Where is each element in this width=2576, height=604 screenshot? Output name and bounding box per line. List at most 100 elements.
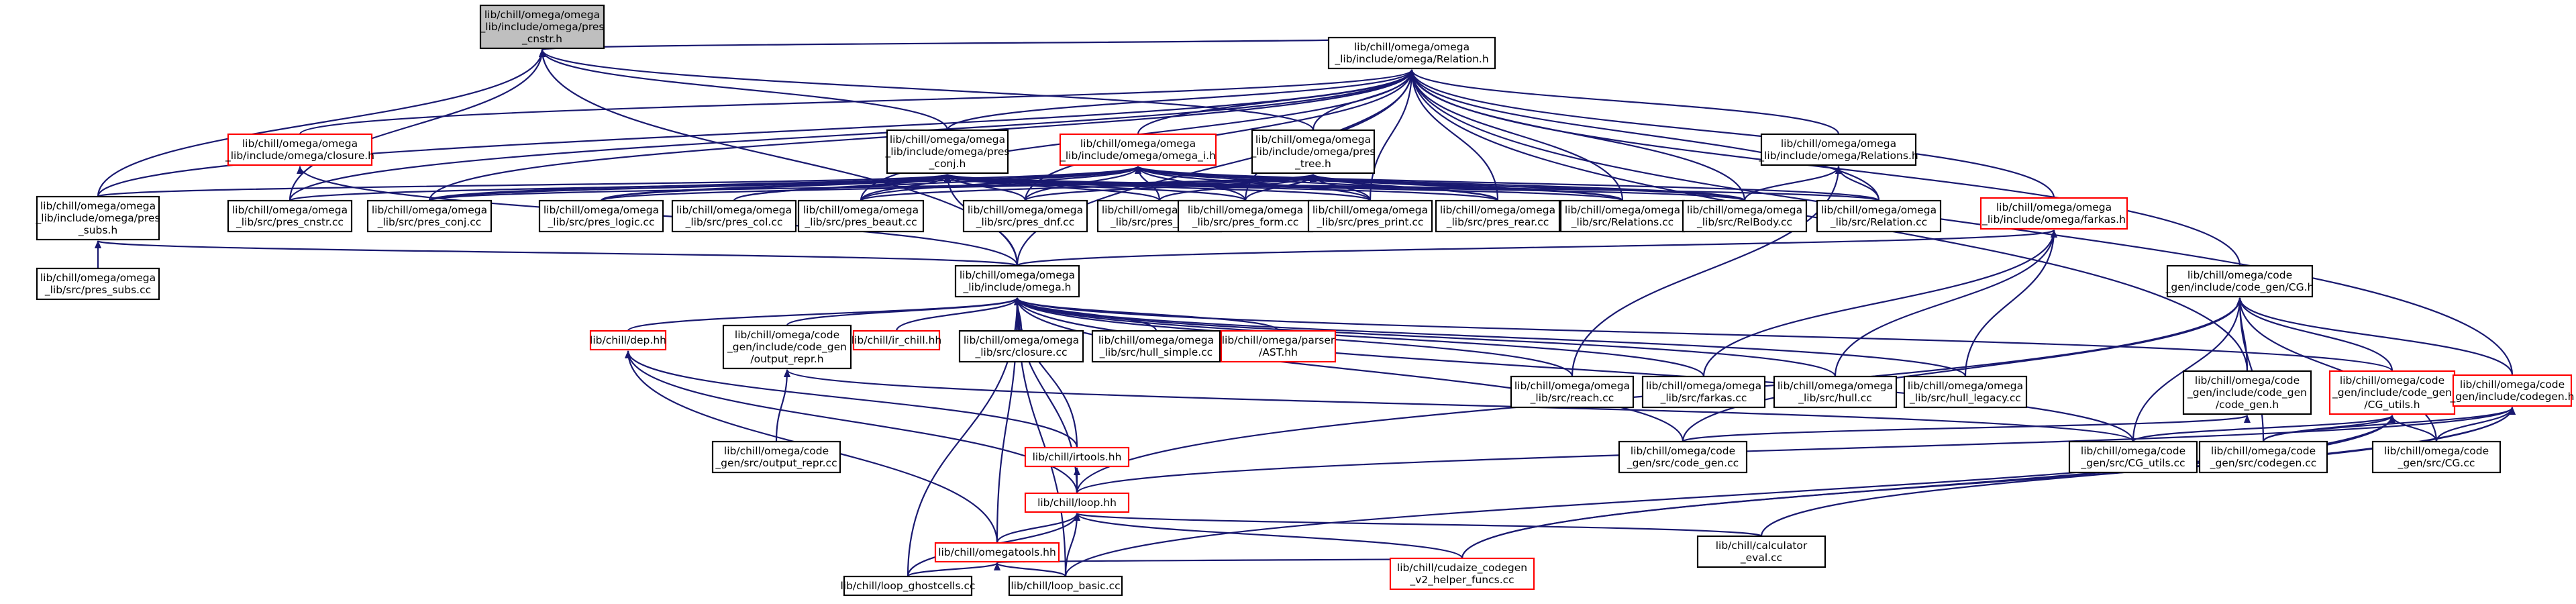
graph-node-farkas-h[interactable]: lib/chill/omega/omega_lib/include/omega/…: [1979, 197, 2128, 230]
graph-node-codegen-h[interactable]: lib/chill/omega/code_gen/include/codegen…: [2450, 374, 2575, 407]
graph-node-loop-hh[interactable]: lib/chill/loop.hh: [1024, 492, 1130, 513]
node-label-line: lib/chill/omega/omega: [1646, 380, 1761, 392]
node-label-line: _lib/include/omega/pres: [885, 146, 1010, 158]
node-label-line: /AST.hh: [1259, 346, 1298, 358]
graph-node-pres-beaut-cc[interactable]: lib/chill/omega/omega_lib/src/pres_beaut…: [797, 199, 925, 233]
node-label-line: _lib/include/omega/closure.h: [225, 150, 374, 162]
node-label-line: lib/chill/omega/code: [724, 445, 829, 457]
graph-node-root[interactable]: lib/chill/omega/omega_lib/include/omega/…: [480, 4, 605, 50]
dependency-edge: [539, 36, 1413, 51]
graph-node-relations-h[interactable]: lib/chill/omega/omega_lib/include/omega/…: [1758, 133, 1918, 166]
node-label-line: lib/chill/omega/omega: [40, 272, 156, 284]
node-box: [1327, 36, 1496, 70]
graph-node-pres-form-cc[interactable]: lib/chill/omega/omega_lib/src/pres_form.…: [1177, 199, 1314, 233]
dependency-edge: [97, 173, 951, 198]
graph-node-relation-h[interactable]: lib/chill/omega/omega_lib/include/omega/…: [1327, 36, 1496, 70]
node-label-line: _lib/src/pres_dnf.cc: [976, 216, 1074, 229]
node-label-line: lib/chill/omega/omega: [1514, 380, 1630, 392]
node-box: [1177, 199, 1314, 233]
node-box: [1008, 575, 1123, 597]
graph-node-relation-cc[interactable]: lib/chill/omega/omega_lib/src/Relation.c…: [1816, 199, 1942, 233]
edge-layer: [95, 36, 2516, 578]
graph-node-ast-hh[interactable]: lib/chill/omega/parser/AST.hh: [1220, 330, 1337, 363]
graph-node-cudaize-codegen-cc[interactable]: lib/chill/cudaize_codegen_v2_helper_func…: [1389, 557, 1535, 591]
dependency-edge: [1408, 69, 1840, 135]
graph-node-cg-utils-cc[interactable]: lib/chill/omega/code_gen/src/CG_utils.cc: [2068, 440, 2198, 474]
graph-node-omega-i-h[interactable]: lib/chill/omega/omega_lib/include/omega/…: [1059, 133, 1217, 166]
dependency-edge: [1024, 173, 1317, 202]
graph-node-relbody-cc[interactable]: lib/chill/omega/omega_lib/src/RelBody.cc: [1682, 199, 1808, 233]
node-label-line: lib/chill/omega/code: [2081, 445, 2185, 457]
node-label-line: lib/chill/ir_chill.hh: [852, 334, 941, 347]
node-label-line: _lib/src/closure.cc: [974, 346, 1067, 359]
graph-node-closure-cc[interactable]: lib/chill/omega/omega_lib/src/closure.cc: [958, 330, 1084, 363]
graph-node-code-gen-cg-h[interactable]: lib/chill/omega/code_gen/include/code_ge…: [2165, 264, 2314, 298]
graph-node-output-repr-cc[interactable]: lib/chill/omega/code_gen/src/output_repr…: [711, 440, 841, 474]
node-box: [1307, 199, 1433, 233]
node-box: [2452, 374, 2573, 407]
graph-node-pres-conj-cc[interactable]: lib/chill/omega/omega_lib/src/pres_conj.…: [366, 199, 493, 233]
graph-node-pres-cnstr-cc[interactable]: lib/chill/omega/omega_lib/src/pres_cnstr…: [227, 199, 353, 233]
dependency-edge: [1014, 297, 1684, 442]
graph-node-cg-utils-h[interactable]: lib/chill/omega/code_gen/include/code_ge…: [2328, 370, 2456, 415]
node-label-line: lib/chill/loop_ghostcells.cc: [840, 580, 975, 593]
graph-node-calculator-eval-cc[interactable]: lib/chill/calculator_eval.cc: [1696, 535, 1826, 568]
graph-node-codegen-cc[interactable]: lib/chill/omega/code_gen/src/codegen.cc: [2198, 440, 2328, 474]
dependency-edge: [860, 165, 1141, 201]
node-label-line: /code_gen.h: [2216, 399, 2279, 411]
dependency-edge: [1702, 230, 2057, 377]
graph-node-pres-print-cc[interactable]: lib/chill/omega/omega_lib/src/pres_print…: [1307, 199, 1433, 233]
node-label-line: _lib/src/pres_rear.cc: [1446, 216, 1549, 229]
graph-node-ir-chill-hh[interactable]: lib/chill/ir_chill.hh: [852, 330, 941, 351]
node-box: [1220, 330, 1337, 363]
graph-node-pres-subs-h[interactable]: lib/chill/omega/omega_lib/include/omega/…: [36, 195, 160, 241]
graph-node-cg-cc[interactable]: lib/chill/omega/code_gen/src/CG.cc: [2371, 440, 2502, 474]
graph-node-irtools-hh[interactable]: lib/chill/irtools.hh: [1024, 446, 1130, 468]
graph-node-hull-legacy-cc[interactable]: lib/chill/omega/omega_lib/src/hull_legac…: [1903, 375, 2028, 409]
graph-node-hull-simple-cc[interactable]: lib/chill/omega/omega_lib/src/hull_simpl…: [1091, 330, 1221, 363]
graph-node-relations-cc[interactable]: lib/chill/omega/omega_lib/src/Relations.…: [1559, 199, 1686, 233]
node-box: [1091, 330, 1221, 363]
graph-node-pres-dnf-cc[interactable]: lib/chill/omega/omega_lib/src/pres_dnf.c…: [962, 199, 1088, 233]
graph-node-pres-conj-h[interactable]: lib/chill/omega/omega_lib/include/omega/…: [885, 129, 1010, 174]
graph-node-loop-ghostcells-cc[interactable]: lib/chill/loop_ghostcells.cc: [840, 575, 976, 597]
dependency-edge: [1682, 297, 2243, 442]
graph-node-code-gen-h[interactable]: lib/chill/omega/code_gen/include/code_ge…: [2182, 370, 2312, 415]
graph-node-reach-cc[interactable]: lib/chill/omega/omega_lib/src/reach.cc: [1510, 375, 1635, 409]
dependency-edge: [895, 297, 1021, 332]
graph-node-pres-tree-h[interactable]: lib/chill/omega/omega_lib/include/omega/…: [1251, 129, 1376, 174]
node-label-line: _lib/src/Relations.cc: [1571, 216, 1673, 229]
graph-node-omega-h[interactable]: lib/chill/omega/omega_lib/include/omega.…: [954, 264, 1080, 298]
graph-node-loop-basic-cc[interactable]: lib/chill/loop_basic.cc: [1008, 575, 1123, 597]
graph-node-pres-logic-cc[interactable]: lib/chill/omega/omega_lib/src/pres_logic…: [538, 199, 664, 233]
dependency-edge: [1461, 407, 2516, 559]
node-label-line: _gen/include/codegen.h: [2450, 391, 2575, 403]
dependency-edge: [996, 513, 1080, 544]
graph-node-pres-rear-cc[interactable]: lib/chill/omega/omega_lib/src/pres_rear.…: [1435, 199, 1561, 233]
dependency-edge: [2236, 297, 2514, 376]
node-label-line: lib/chill/omega/omega: [1778, 380, 1893, 392]
graph-node-farkas-cc[interactable]: lib/chill/omega/omega_lib/src/farkas.cc: [1641, 375, 1766, 409]
graph-node-omegatools-hh[interactable]: lib/chill/omegatools.hh: [934, 542, 1060, 563]
graph-node-output-repr-h[interactable]: lib/chill/omega/code_gen/include/code_ge…: [722, 324, 852, 370]
node-label-line: _lib/include/omega.h: [962, 281, 1071, 294]
dependency-edge: [1310, 173, 1746, 202]
graph-node-pres-subs-cc[interactable]: lib/chill/omega/omega_lib/src/pres_subs.…: [36, 267, 160, 301]
node-box: [934, 542, 1060, 563]
node-label-line: lib/chill/omega/code: [2187, 269, 2292, 281]
node-label-line: lib/chill/omega/omega: [1188, 204, 1303, 216]
node-label-line: lib/chill/calculator: [1716, 540, 1808, 552]
graph-node-closure-h[interactable]: lib/chill/omega/omega_lib/include/omega/…: [225, 133, 374, 166]
dependency-edge: [733, 165, 1141, 202]
node-label-line: lib/chill/omega/omega: [1908, 380, 2023, 392]
node-label-line: /output_repr.h: [750, 353, 823, 366]
node-box: [1696, 535, 1826, 568]
dependency-edge: [539, 49, 949, 131]
graph-node-pres-col-cc[interactable]: lib/chill/omega/omega_lib/src/pres_col.c…: [671, 199, 797, 233]
graph-node-code-gen-cc[interactable]: lib/chill/omega/code_gen/src/code_gen.cc: [1618, 440, 1748, 474]
node-label-line: lib/chill/omega/omega: [1080, 138, 1196, 150]
graph-node-hull-cc[interactable]: lib/chill/omega/omega_lib/src/hull.cc: [1773, 375, 1898, 409]
graph-node-dep-hh[interactable]: lib/chill/dep.hh: [589, 330, 667, 351]
node-label-line: lib/chill/loop_basic.cc: [1011, 580, 1120, 593]
dependency-edge: [1408, 69, 1746, 201]
